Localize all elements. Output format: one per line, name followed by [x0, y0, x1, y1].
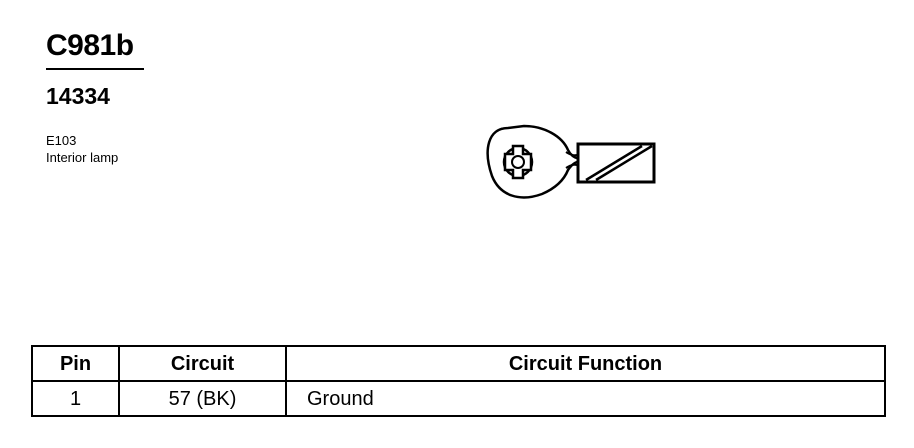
- pinout-table: Pin Circuit Circuit Function 1 57 (BK) G…: [31, 345, 886, 417]
- location-block: E103 Interior lamp: [46, 132, 118, 166]
- location-description: Interior lamp: [46, 150, 119, 165]
- table-row: 1 57 (BK) Ground: [31, 380, 886, 417]
- barrel-hatch-2: [595, 144, 653, 182]
- table-header-row: Pin Circuit Circuit Function: [31, 345, 886, 382]
- location-code: E103: [46, 133, 77, 148]
- part-number: 14334: [46, 83, 110, 109]
- title-underline: [46, 68, 144, 70]
- cell-circuit: 57 (BK): [118, 380, 287, 417]
- cell-pin: 1: [31, 380, 120, 417]
- connector-id: C981b: [46, 29, 134, 62]
- cell-circuit-function: Ground: [285, 380, 886, 417]
- ring-terminal-icon: [486, 124, 656, 199]
- header-circuit-function: Circuit Function: [285, 345, 886, 382]
- terminal-center: [511, 155, 525, 169]
- barrel-hatch-1: [585, 144, 643, 182]
- header-pin: Pin: [31, 345, 120, 382]
- header-circuit: Circuit: [118, 345, 287, 382]
